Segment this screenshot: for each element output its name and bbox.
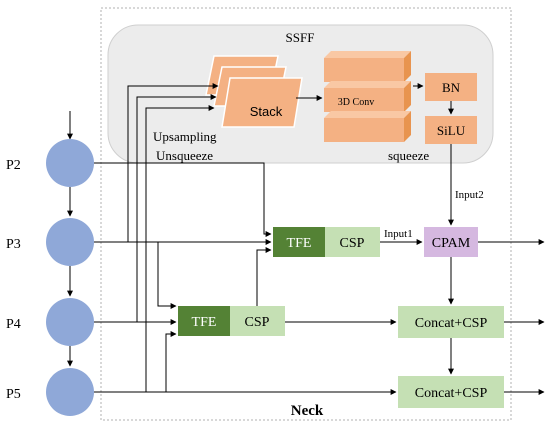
csp-lower-label: CSP [245, 315, 270, 330]
line-p2-to-tfe-upper [94, 162, 272, 237]
input2-label: Input2 [455, 189, 484, 201]
silu-block [425, 116, 477, 144]
node-p5 [46, 368, 94, 416]
node-p4 [46, 298, 94, 346]
neck-label: Neck [291, 403, 324, 419]
label-p5: P5 [6, 387, 21, 402]
concat2-label: Concat+CSP [415, 386, 488, 401]
line-p3-to-tfe-lower [157, 242, 177, 309]
conv-slab-middle [324, 81, 411, 112]
bn-label: BN [442, 80, 461, 95]
csp-lower [230, 306, 285, 336]
label-p3: P3 [6, 237, 21, 252]
node-p3 [46, 218, 94, 266]
stack-sheet-front [221, 77, 303, 128]
label-p4: P4 [6, 317, 21, 332]
stack-label: Stack [250, 104, 283, 119]
input1-label: Input1 [384, 228, 413, 240]
cpam-label: CPAM [432, 236, 471, 251]
unsqueeze-label: Unsqueeze [156, 148, 213, 163]
csp-upper [325, 227, 380, 257]
squeeze-label: squeeze [388, 148, 429, 163]
neck-boundary [100, 7, 512, 421]
label-p2: P2 [6, 158, 21, 173]
cpam-block [424, 227, 478, 257]
tfe-upper [273, 227, 325, 257]
conv-slab-top [324, 51, 411, 82]
line-csp-lower-to-tfe-upper [256, 247, 272, 306]
line-p5-to-stack [145, 105, 215, 392]
conv-label: 3D Conv [338, 97, 374, 108]
tfe-lower-label: TFE [192, 315, 217, 330]
line-p5-to-tfe-lower [94, 331, 177, 393]
concat-csp-bottom [398, 376, 504, 408]
csp-upper-label: CSP [340, 236, 365, 251]
conv-slab-bottom [324, 111, 411, 142]
line-p4-to-stack [136, 94, 217, 322]
concat-csp-middle [398, 306, 504, 338]
bn-block [425, 73, 477, 101]
tfe-upper-label: TFE [287, 236, 312, 251]
tfe-lower [178, 306, 230, 336]
silu-label: SiLU [437, 123, 466, 138]
ssff-title: SSFF [286, 30, 315, 45]
concat1-label: Concat+CSP [415, 316, 488, 331]
upsampling-label: Upsampling [153, 129, 217, 144]
node-p2 [46, 139, 94, 187]
line-p3-to-stack [127, 83, 219, 242]
